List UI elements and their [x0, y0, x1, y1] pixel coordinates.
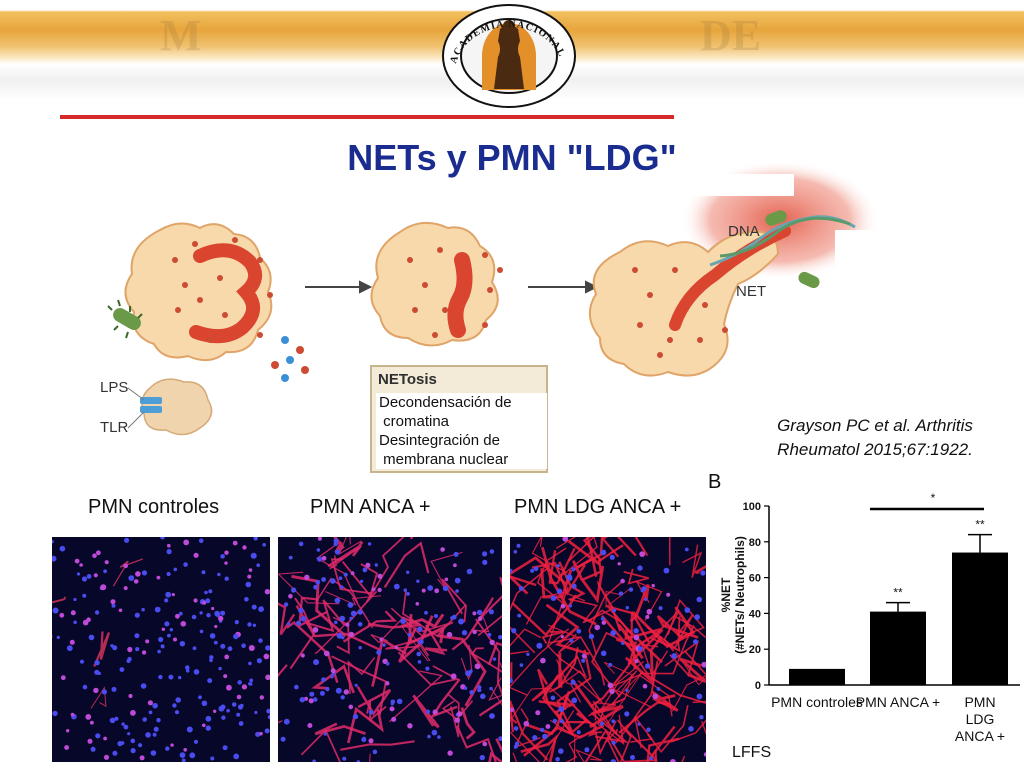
netosis-line: Desintegración de: [379, 432, 500, 449]
y-tick-label: 20: [749, 644, 761, 656]
bar: [952, 552, 1008, 685]
y-tick-label: 40: [749, 608, 761, 620]
citation: Grayson PC et al. Arthritis Rheumatol 20…: [740, 414, 1010, 462]
neutrophil-cell-decondensing: [370, 221, 503, 347]
footer-initials: LFFS: [732, 744, 772, 761]
y-tick-label: 80: [749, 537, 761, 549]
citation-line: Rheumatol 2015;67:1922.: [777, 440, 973, 459]
tlr-cell: [127, 378, 213, 436]
caption-controls: PMN controles: [88, 496, 220, 518]
bracket-significance-label: *: [931, 491, 936, 505]
netosis-line: Decondensación de: [379, 394, 512, 411]
y-axis-label: %NET(#NETs/ Neutrophils): [719, 536, 747, 654]
title-underline: [60, 115, 674, 119]
netosis-info-box: NETosis Decondensación de cromatina Desi…: [370, 365, 548, 473]
netosis-line: cromatina: [379, 413, 450, 430]
academy-seal-logo: ACADEMIA NACIONAL DE MEDICINA: [437, 0, 576, 108]
y-tick-label: 60: [749, 573, 761, 585]
bar: [870, 611, 926, 685]
netosis-diagram: DNA NET LPS TLR: [60, 160, 940, 460]
caption-ldg-anca: PMN LDG ANCA +: [514, 496, 682, 518]
neutrophil-cell-resting: [124, 222, 273, 362]
x-tick-label: PMN controles: [771, 694, 863, 710]
netosis-box-body: Decondensación de cromatina Desintegraci…: [376, 393, 547, 469]
netosis-box-title: NETosis: [378, 371, 437, 388]
released-granules: [271, 336, 309, 382]
net-label: NET: [736, 283, 766, 300]
y-tick-label: 0: [755, 680, 761, 692]
arrow-icon: [305, 280, 599, 294]
panel-label: B: [708, 471, 722, 493]
caption-anca: PMN ANCA +: [310, 496, 431, 518]
netosis-line: membrana nuclear: [379, 451, 509, 468]
lps-label: LPS: [100, 379, 128, 396]
significance-marker: **: [893, 586, 903, 600]
citation-line: Grayson PC et al. Arthritis: [777, 416, 973, 435]
bacterium-icon: [107, 299, 143, 339]
micrograph-anca: [278, 537, 502, 762]
slide-title: NETs y PMN "LDG": [347, 137, 677, 178]
net-percentage-chart: 0 20 40 60 80 100 %NET(#NETs/ Neutrophils) PMN …: [712, 490, 1024, 766]
x-tick-label: PMN ANCA +: [856, 694, 940, 710]
micrograph-ldg-anca: [510, 537, 706, 762]
tlr-label: TLR: [100, 419, 129, 436]
bar: [789, 668, 845, 685]
dna-label: DNA: [728, 223, 760, 240]
y-tick-label: 100: [743, 501, 761, 513]
significance-marker: **: [975, 518, 985, 532]
micrograph-controls: [52, 537, 270, 762]
